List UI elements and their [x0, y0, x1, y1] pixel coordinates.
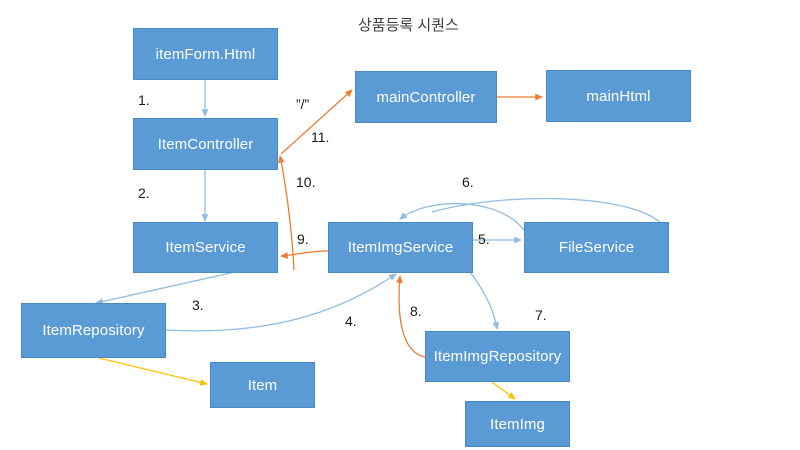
- label-step-2: 2.: [138, 185, 150, 201]
- node-mainhtml[interactable]: mainHtml: [546, 70, 691, 122]
- edge-itemimgrepository-to-itemimg: [491, 381, 516, 400]
- diagram-title: 상품등록 시퀀스: [358, 17, 459, 34]
- label-step-4: 4.: [345, 313, 357, 329]
- edge-itemrepository-to-item: [98, 357, 209, 386]
- label-step-9: 9.: [297, 231, 309, 247]
- edge-itemimgservice-to-itemimgrepository: [469, 271, 500, 331]
- label-root-path: ”/”: [296, 96, 310, 112]
- label-step-7: 7.: [535, 307, 547, 323]
- label-step-3: 3.: [192, 297, 204, 313]
- label-step-6: 6.: [462, 174, 474, 190]
- label-step-8: 8.: [410, 303, 422, 319]
- edge-itemimgservice-to-itemservice: [279, 250, 329, 259]
- label-step-5: 5.: [478, 231, 490, 247]
- edge-fileservice-to-itemimgservice: [399, 202, 525, 231]
- label-step-11: 11.: [311, 129, 330, 145]
- edge-itemcontroller-to-maincontroller: [280, 89, 353, 155]
- edge-itemservice-to-itemrepository: [94, 271, 236, 305]
- edge-itemservice-to-itemcontroller: [278, 154, 295, 271]
- node-itemimg[interactable]: ItemImg: [465, 401, 570, 447]
- label-step-10: 10.: [296, 174, 316, 190]
- node-fileservice[interactable]: FileService: [524, 222, 669, 273]
- node-itemform-html[interactable]: itemForm.Html: [133, 28, 278, 80]
- node-maincontroller[interactable]: mainController: [355, 71, 497, 123]
- node-itemservice[interactable]: ItemService: [133, 222, 278, 273]
- edge-itemimgrepository-to-itemimgservice: [396, 274, 426, 358]
- edge-itemrepository-to-itemimgservice: [164, 273, 397, 332]
- label-step-1: 1.: [138, 92, 150, 108]
- node-itemcontroller[interactable]: ItemController: [133, 118, 278, 170]
- node-item[interactable]: Item: [210, 362, 315, 408]
- node-itemimgrepository[interactable]: ItemImgRepository: [425, 331, 570, 382]
- node-itemrepository[interactable]: ItemRepository: [21, 303, 166, 358]
- node-itemimgservice[interactable]: ItemImgService: [328, 222, 473, 273]
